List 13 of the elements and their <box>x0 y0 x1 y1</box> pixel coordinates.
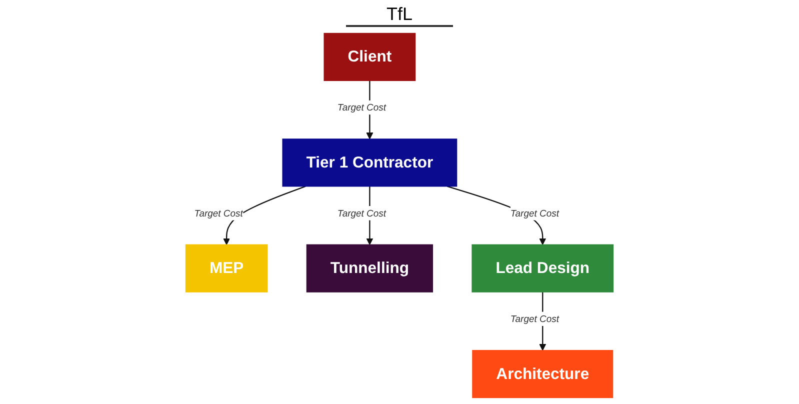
arrow <box>223 186 306 245</box>
node-box: MEP <box>185 244 268 292</box>
edge-label: Target Cost <box>510 208 559 219</box>
node-box: Tunnelling <box>306 244 434 292</box>
edge-label: Target Cost <box>510 313 559 324</box>
node-box: Tier 1 Contractor <box>282 138 458 187</box>
node-box: Client <box>324 32 416 82</box>
node-box: Lead Design <box>472 244 614 292</box>
edge-label: Target Cost <box>337 102 386 113</box>
node-box: Architecture <box>472 350 614 398</box>
heading-label: TfL <box>346 4 452 27</box>
edge-label: Target Cost <box>194 208 243 219</box>
edge-label: Target Cost <box>337 208 386 219</box>
